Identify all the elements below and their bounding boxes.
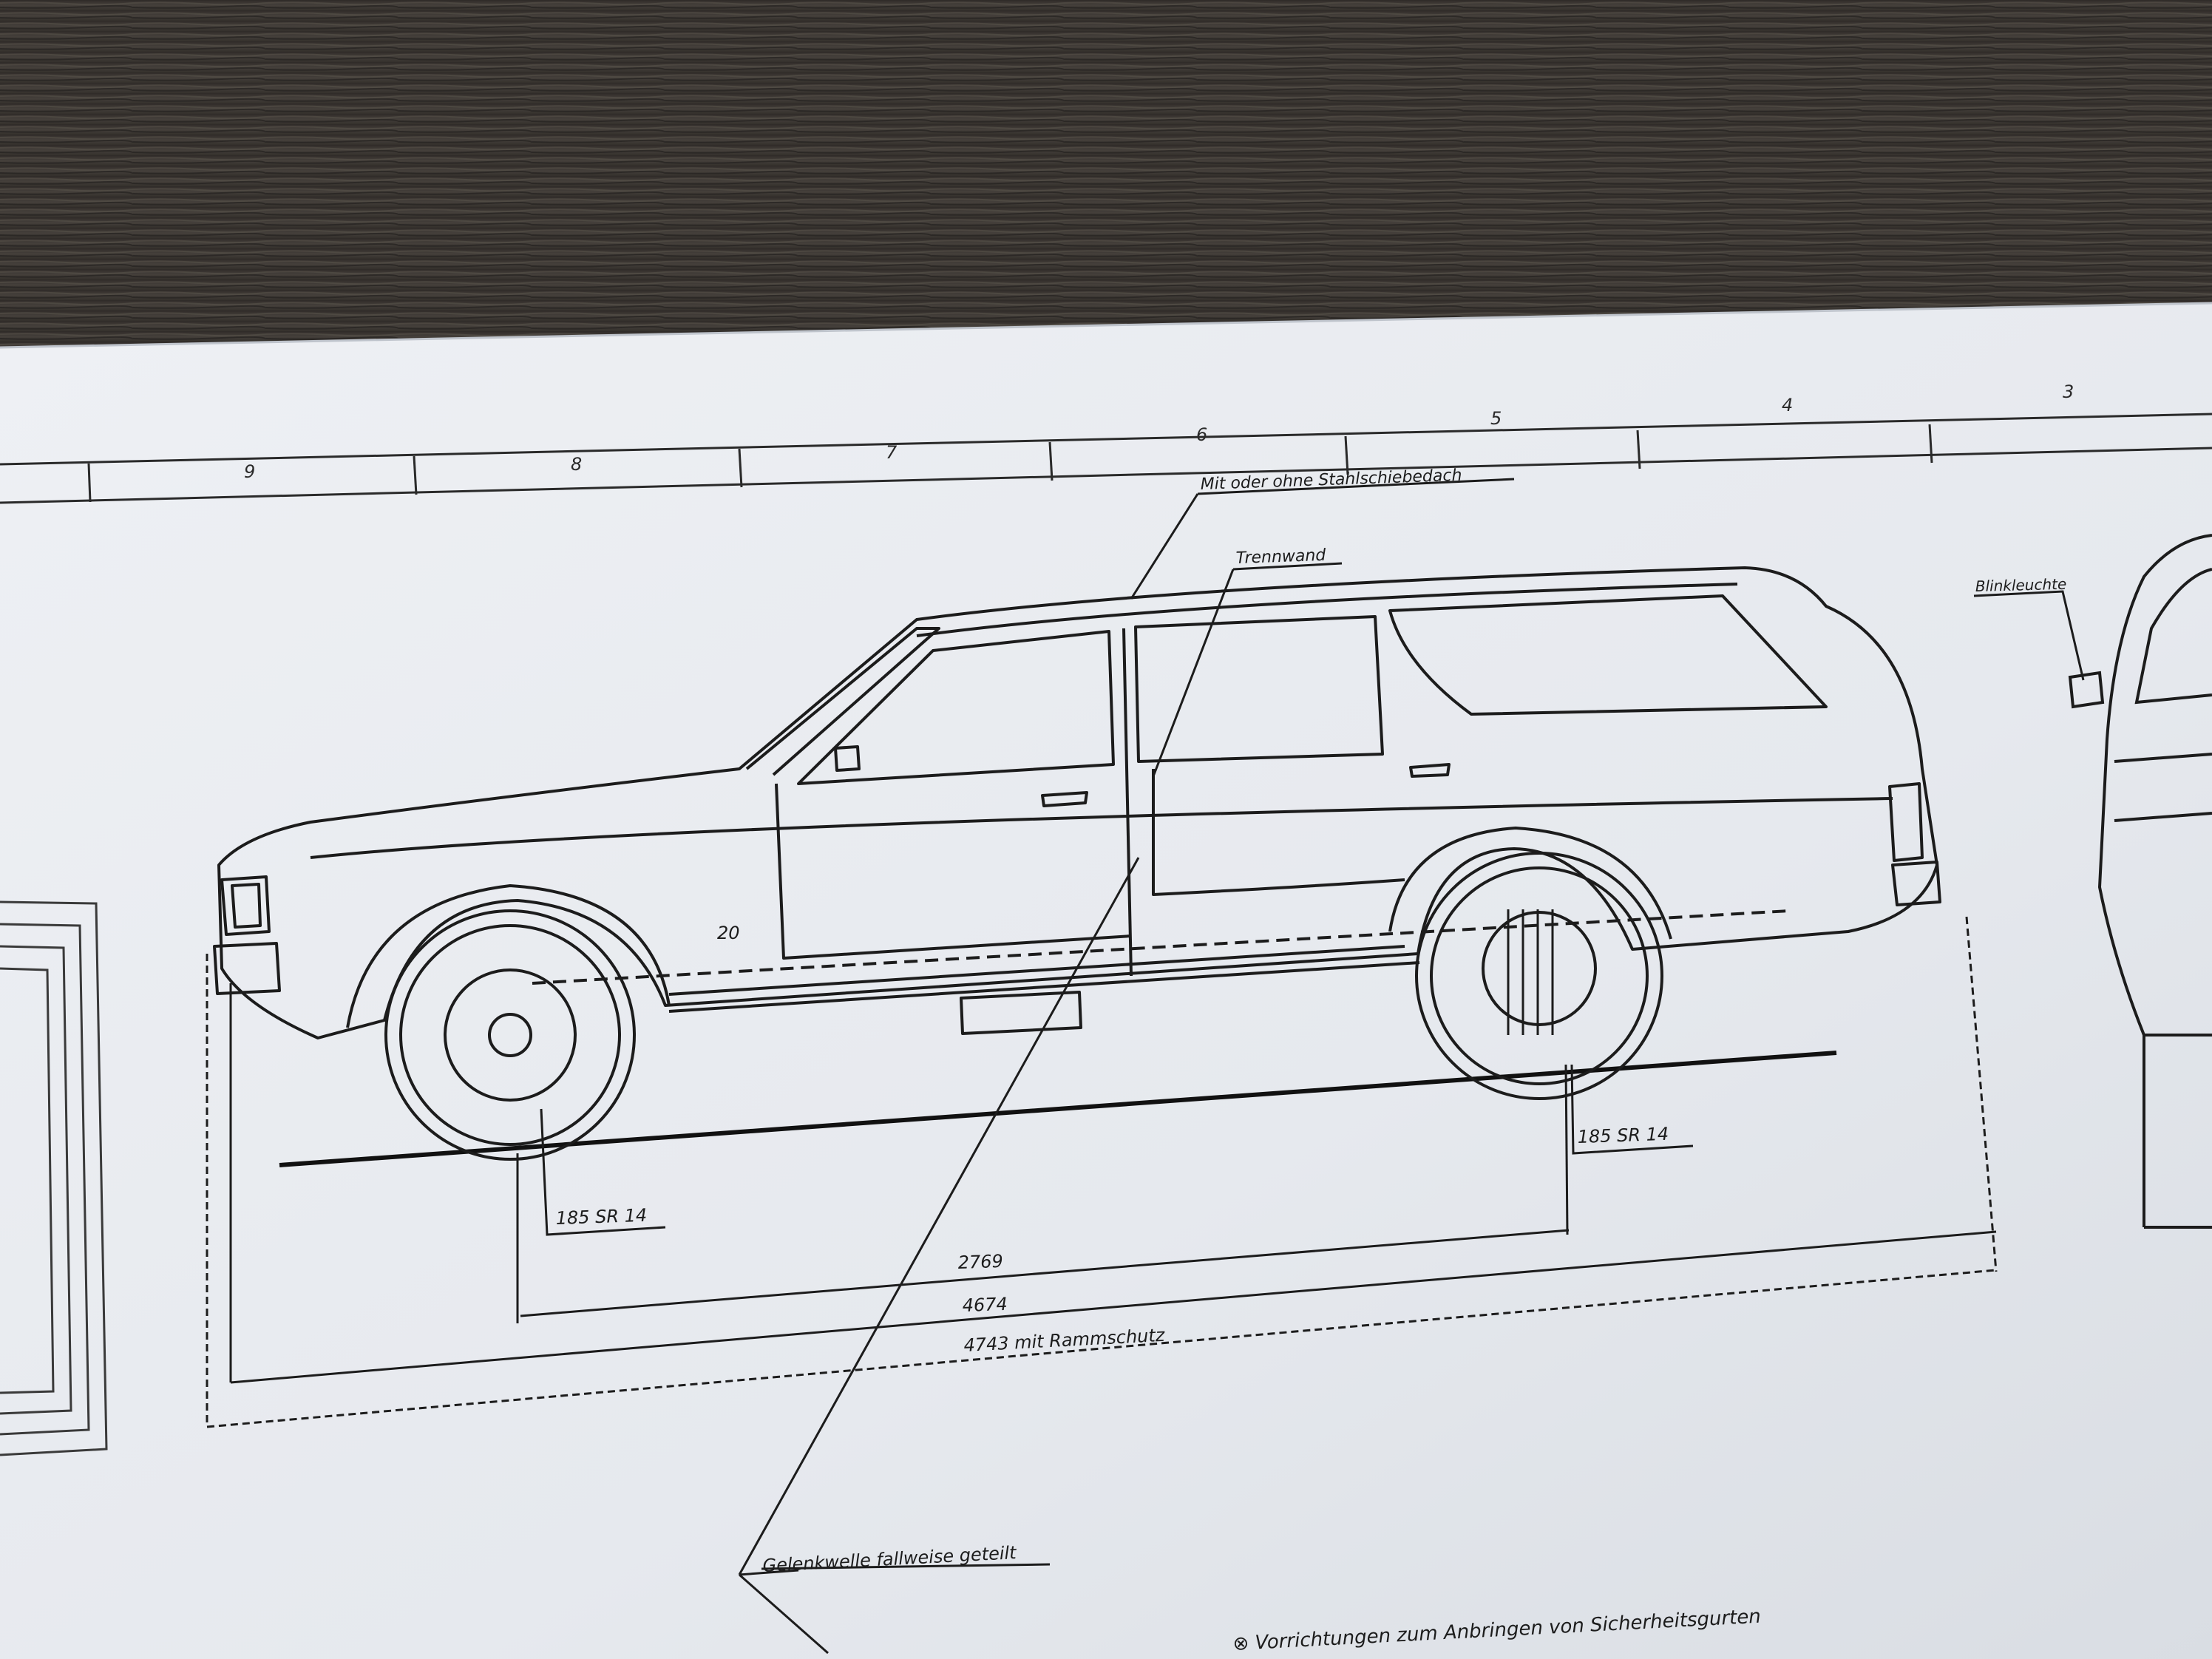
grid-number: 6 [1196,424,1207,445]
dimension-lines [206,916,1998,1428]
grid-band [0,413,2212,504]
grid-number: 8 [571,454,582,475]
front-wheel [384,909,636,1161]
grid-number: 5 [1490,408,1502,429]
grid-number: 4 [1782,395,1793,415]
car-side-view [213,566,1941,1039]
wheelbase-label: 2769 [957,1251,1003,1273]
leader-lines [738,478,2085,1655]
rear-wheel [1415,852,1663,1100]
grid-number: 7 [886,442,898,463]
ground-line [279,1051,1837,1167]
partition-label: Trennwand [1235,546,1326,568]
rear-view [2068,534,2212,1229]
grid-numbers: 9 8 7 6 5 4 3 [244,381,2074,482]
angle-label: 20 [717,923,740,943]
left-view-frames [0,900,108,1456]
grid-number: 3 [2063,381,2074,402]
length-label: 4674 [962,1294,1008,1316]
paper-sheet [0,303,2212,1659]
grid-number: 9 [244,461,255,482]
indicator-label: Blinkleuchte [1975,575,2067,595]
rear-tire-label: 185 SR 14 [1577,1124,1669,1147]
front-tire-label: 185 SR 14 [555,1205,647,1229]
